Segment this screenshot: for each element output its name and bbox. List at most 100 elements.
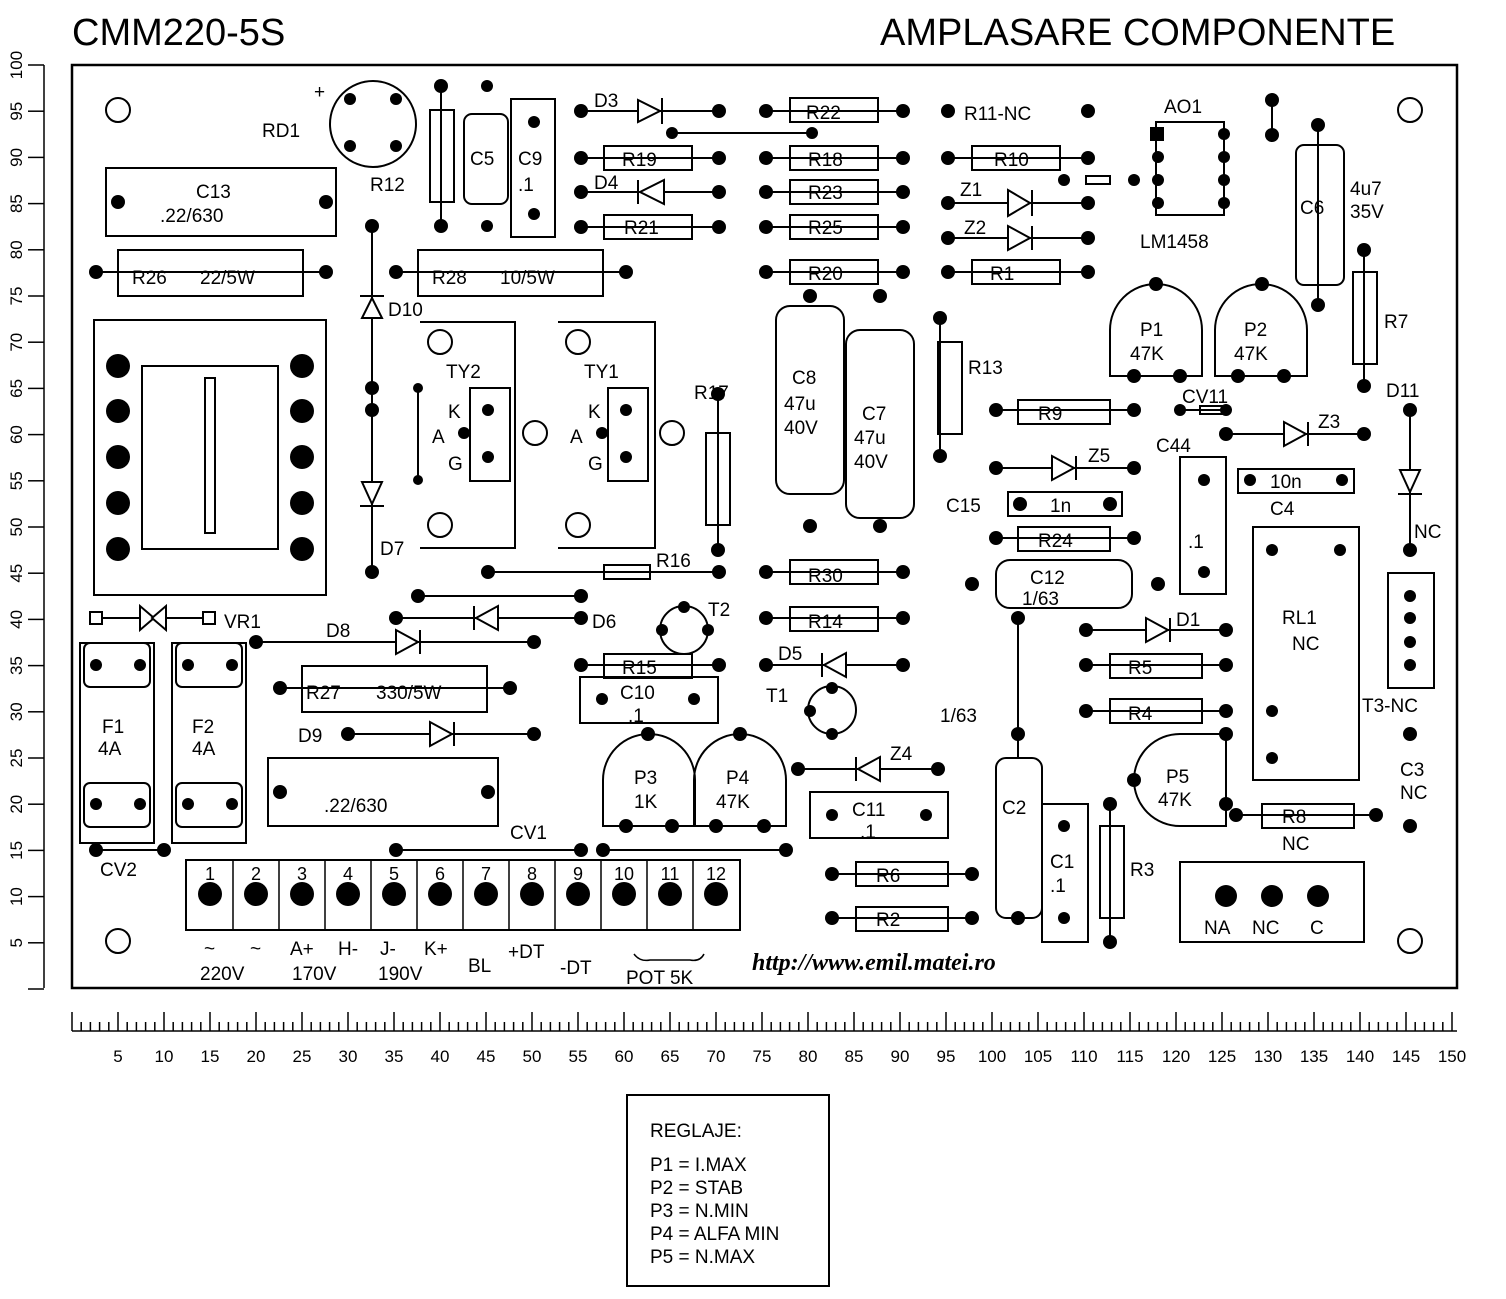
horizontal-tick-label: 15 [201, 1047, 220, 1066]
horizontal-tick-label: 70 [707, 1047, 726, 1066]
v170-label: 170V [292, 964, 337, 985]
t8-label: +DT [508, 942, 545, 963]
f1-label: F1 [102, 717, 124, 738]
r19-label: R19 [622, 150, 657, 171]
terminal-number: 4 [343, 864, 353, 884]
t1-label: ~ [204, 939, 215, 960]
transformer [93, 319, 327, 596]
c7-voltage: 40V [854, 452, 888, 473]
c13-capacitor [105, 167, 337, 237]
horizontal-tick-label: 85 [845, 1047, 864, 1066]
v220-label: 220V [200, 964, 245, 985]
t5-label: J- [380, 939, 396, 960]
horizontal-tick-label: 120 [1162, 1047, 1190, 1066]
adjustment-legend: REGLAJE: P1 = I.MAX P2 = STAB P3 = N.MIN… [626, 1094, 830, 1287]
horizontal-tick-label: 5 [113, 1047, 122, 1066]
ty2-thyristor [469, 387, 511, 482]
ao1-label: AO1 [1164, 97, 1202, 118]
c-bottom-capacitor [267, 757, 499, 827]
r4-label: R4 [1128, 704, 1153, 725]
r14-label: R14 [808, 612, 843, 633]
terminal-number: 3 [297, 864, 307, 884]
legend-item: P4 = ALFA MIN [650, 1224, 780, 1245]
ty1-a-label: A [570, 427, 583, 448]
ao1-ic [1155, 121, 1225, 216]
d8-label: D8 [326, 621, 350, 642]
ty1-hole [565, 329, 591, 355]
r24-label: R24 [1038, 531, 1073, 552]
c7-capacitance: 47u [854, 428, 886, 449]
r22-label: R22 [806, 103, 841, 124]
r12-label: R12 [370, 175, 405, 196]
c9-value: .1 [518, 175, 534, 196]
r13-label: R13 [968, 358, 1003, 379]
rd1-bridge [329, 80, 417, 168]
vertical-ruler [28, 64, 45, 990]
vertical-tick-label: 100 [7, 51, 26, 79]
terminal-screw [244, 882, 268, 906]
r3-resistor [1099, 825, 1125, 919]
terminal-number: 7 [481, 864, 491, 884]
r15-label: R15 [622, 658, 657, 679]
r28-label: R28 [432, 268, 467, 289]
r2-label: R2 [876, 910, 900, 931]
ty2-hole [427, 329, 453, 355]
r6-label: R6 [876, 866, 900, 887]
horizontal-tick-label: 130 [1254, 1047, 1282, 1066]
c13-label: C13 [196, 182, 231, 203]
ty2-g-label: G [448, 454, 463, 475]
c11-value: .1 [860, 822, 876, 843]
horizontal-tick-label: 90 [891, 1047, 910, 1066]
z4-label: Z4 [890, 744, 913, 765]
c9-label: C9 [518, 149, 542, 170]
c8-voltage: 40V [784, 418, 818, 439]
r13-resistor [937, 341, 963, 435]
c6-capacitance: 4u7 [1350, 179, 1382, 200]
terminal-number: 1 [205, 864, 215, 884]
ty2-hole [522, 420, 548, 446]
c2-label: C2 [1002, 798, 1026, 819]
r17-label: R17 [694, 383, 729, 404]
mounting-hole [105, 928, 131, 954]
d7-label: D7 [380, 539, 404, 560]
pot-bracket [633, 953, 705, 962]
vertical-tick-label: 95 [7, 102, 26, 121]
t2-label: T2 [708, 600, 730, 621]
terminal-number: 8 [527, 864, 537, 884]
f1-clip [83, 782, 151, 828]
transformer-winding [204, 377, 216, 534]
c6-label: C6 [1300, 198, 1324, 219]
vertical-tick-label: 5 [7, 938, 26, 947]
mounting-hole [1397, 97, 1423, 123]
c9-capacitor [510, 98, 556, 238]
terminal-screw [198, 882, 222, 906]
terminal-screw [474, 882, 498, 906]
vertical-tick-label: 85 [7, 194, 26, 213]
r20-label: R20 [808, 264, 843, 285]
d3-label: D3 [594, 91, 618, 112]
t1-label: T1 [766, 686, 788, 707]
ty1-hole [659, 420, 685, 446]
transformer-core [141, 365, 279, 550]
vertical-tick-label: 15 [7, 841, 26, 860]
ty2-hole [427, 512, 453, 538]
relay-na-label: NA [1204, 918, 1231, 939]
c15-label: C15 [946, 496, 981, 517]
r1-label: R1 [990, 264, 1014, 285]
rl1-relay [1252, 526, 1360, 781]
relay-c-label: C [1310, 918, 1324, 939]
c1-value: .1 [1050, 876, 1066, 897]
ty1-heatsink [558, 321, 656, 549]
r23-label: R23 [808, 183, 843, 204]
c7-capacitor [845, 329, 915, 519]
website-url: http://www.emil.matei.ro [752, 950, 996, 976]
diagram-title: AMPLASARE COMPONENTE [880, 12, 1396, 54]
relay-terminal-block [1179, 861, 1365, 943]
p1-value: 47K [1130, 344, 1164, 365]
terminal-number: 2 [251, 864, 261, 884]
ty2-label: TY2 [446, 362, 481, 383]
vertical-tick-label: 45 [7, 564, 26, 583]
horizontal-tick-label: 50 [523, 1047, 542, 1066]
